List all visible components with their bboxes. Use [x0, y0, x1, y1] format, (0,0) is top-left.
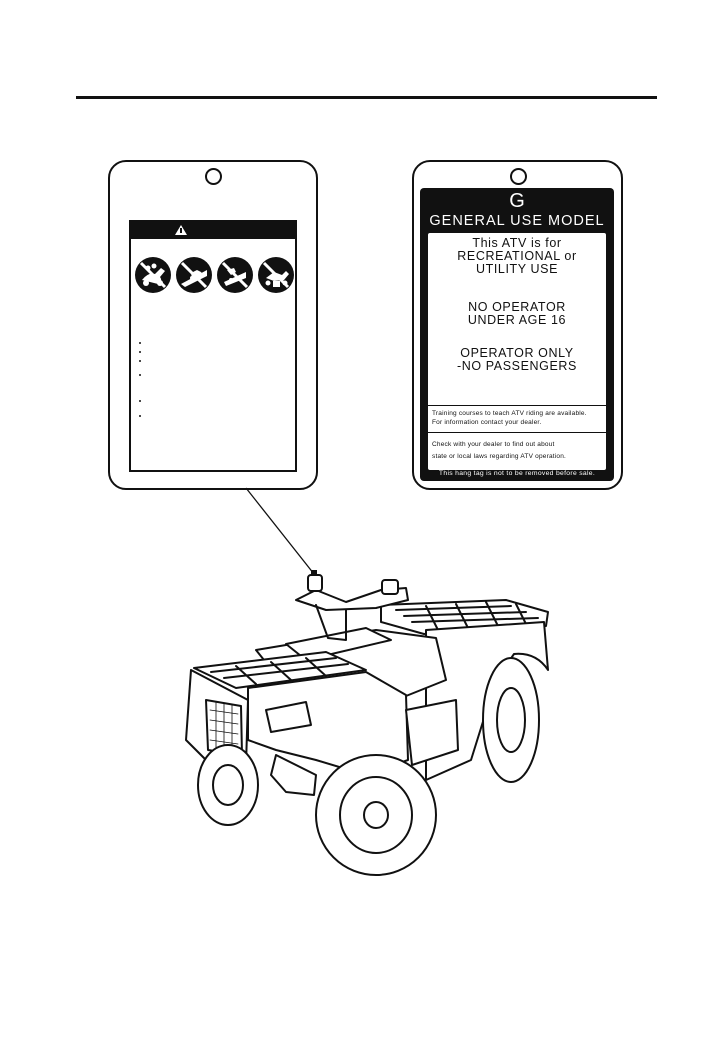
atv-illustration — [185, 570, 549, 876]
pictogram-row — [134, 256, 294, 296]
divider — [428, 405, 606, 406]
warning-hang-tag — [108, 160, 318, 490]
list-item — [139, 351, 141, 353]
category-letter: G — [509, 190, 525, 212]
usage-line-2: RECREATIONAL or — [457, 249, 577, 263]
list-item — [139, 400, 141, 402]
no-pavement-icon — [176, 257, 212, 293]
tag-content-box: This ATV is for RECREATIONAL or UTILITY … — [428, 233, 606, 470]
age-line-2: UNDER AGE 16 — [467, 313, 567, 327]
no-young-rider-icon — [258, 257, 294, 293]
page-header-rule — [76, 96, 657, 99]
hang-tag-footer: This hang tag is not to be removed befor… — [438, 470, 596, 477]
tag-hole — [205, 168, 222, 185]
list-item — [139, 342, 141, 344]
list-item — [139, 360, 141, 362]
warning-panel — [129, 220, 297, 472]
passenger-line-2: -NO PASSENGERS — [457, 359, 577, 373]
general-use-panel: G GENERAL USE MODEL This ATV is for RECR… — [420, 188, 614, 481]
tag-hole — [509, 168, 527, 185]
no-drugs-alcohol-icon — [217, 257, 253, 293]
passenger-line-1: OPERATOR ONLY — [460, 346, 574, 360]
laws-line-2: state or local laws regarding ATV operat… — [432, 453, 567, 460]
usage-line-3: UTILITY USE — [475, 262, 559, 276]
list-item — [139, 415, 141, 417]
training-line-1: Training courses to teach ATV riding are… — [432, 410, 587, 417]
usage-line-1: This ATV is for — [472, 236, 562, 250]
age-line-1: NO OPERATOR — [468, 300, 566, 314]
divider — [428, 432, 606, 433]
warning-header-bar — [131, 222, 295, 239]
general-use-hang-tag: G GENERAL USE MODEL This ATV is for RECR… — [412, 160, 623, 490]
model-title: GENERAL USE MODEL — [429, 213, 605, 229]
training-line-2: For information contact your dealer. — [432, 419, 542, 426]
no-passenger-icon — [135, 257, 171, 293]
list-item — [139, 374, 141, 376]
laws-line-1: Check with your dealer to find out about — [432, 441, 555, 448]
warning-triangle-icon — [175, 225, 187, 235]
